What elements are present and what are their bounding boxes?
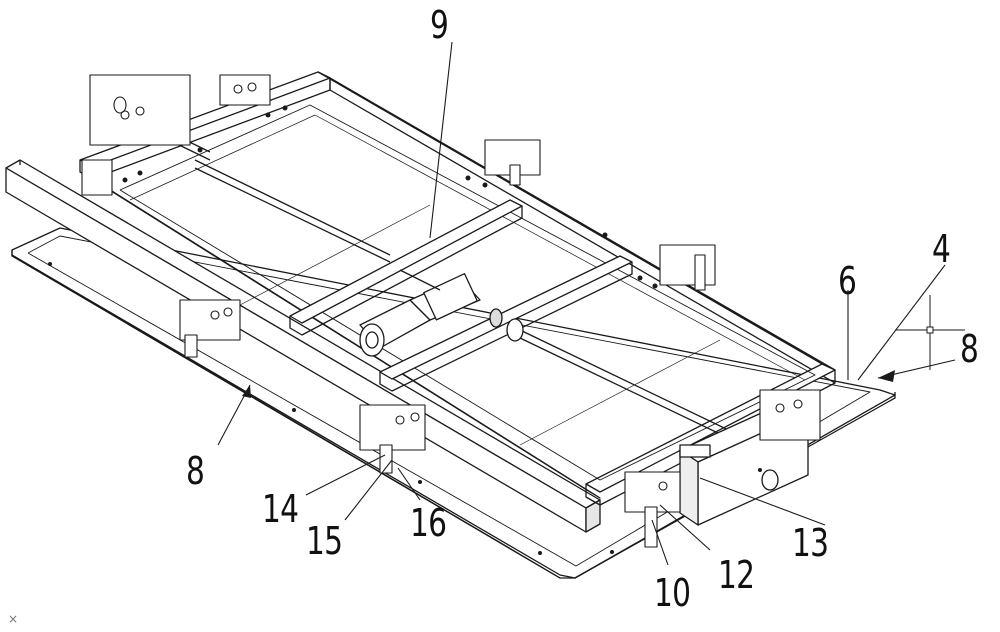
cross-members bbox=[239, 199, 721, 446]
callout-15: 15 bbox=[306, 519, 343, 563]
callout-13: 13 bbox=[792, 521, 829, 565]
callout-8-left: 8 bbox=[186, 449, 205, 493]
corner-mark: × bbox=[8, 612, 19, 626]
crosshair-marker bbox=[895, 295, 965, 370]
bolt-holes bbox=[48, 105, 762, 555]
clamp-brackets bbox=[81, 74, 821, 548]
leader-lines bbox=[217, 41, 956, 566]
callout-16: 16 bbox=[410, 501, 447, 545]
callout-4: 4 bbox=[932, 227, 951, 271]
callout-8-right: 8 bbox=[960, 327, 979, 371]
callout-14: 14 bbox=[262, 487, 299, 531]
callout-10: 10 bbox=[654, 571, 691, 615]
callout-12: 12 bbox=[718, 553, 755, 597]
callout-6: 6 bbox=[838, 259, 857, 303]
motor-unit bbox=[359, 269, 524, 357]
callout-9: 9 bbox=[430, 3, 449, 47]
